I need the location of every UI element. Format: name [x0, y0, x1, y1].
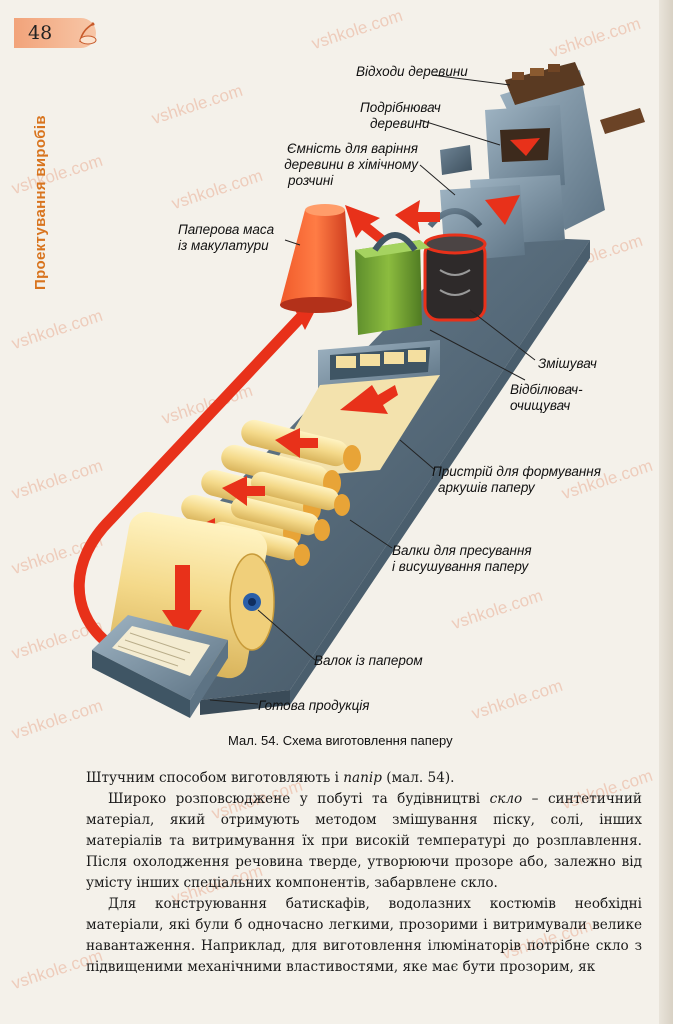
callout-lines	[209, 74, 536, 705]
label-line: і висушування паперу	[392, 559, 529, 574]
italic-term: папір	[343, 770, 382, 786]
label-line: деревини в хімічному	[284, 157, 418, 172]
page-edge-shadow	[659, 0, 673, 1024]
label-wood-waste: Відходи деревини	[356, 64, 468, 80]
label-waste-pulp: Паперова маса із макулатури	[178, 222, 274, 254]
bleacher-cleaner	[355, 232, 430, 335]
ornament-icon	[79, 22, 97, 45]
text-run: Для конструювання батискафів, водолазних…	[86, 896, 642, 975]
label-press-rollers: Валки для пресування і висушування папер…	[392, 543, 532, 575]
label-line: очищувач	[510, 398, 571, 413]
label-wood-shredder: Подрібнювач деревини	[360, 100, 441, 132]
paragraph: Для конструювання батискафів, водолазних…	[86, 894, 642, 978]
label-line: деревини	[370, 116, 430, 131]
label-line: аркушів паперу	[438, 480, 535, 495]
label-finished-text: Готова продукція	[258, 698, 370, 713]
figure-caption: Мал. 54. Схема виготовлення паперу	[228, 733, 453, 748]
body-text: Штучним способом виготовляють і папір (м…	[86, 768, 642, 978]
page-number: 48	[28, 22, 53, 44]
label-line: Паперова маса	[178, 222, 275, 237]
text-run: Штучним способом виготовляють і	[86, 770, 344, 786]
label-line: із макулатури	[178, 238, 269, 253]
label-sheet-former: Пристрій для формування аркушів паперу	[432, 464, 601, 496]
flow-arrow-rollers-1	[275, 428, 318, 458]
label-line: розчині	[288, 173, 334, 188]
page-number-badge: 48	[14, 18, 100, 48]
label-bleacher: Відбілювач- очищувач	[510, 382, 583, 414]
label-line: Відбілювач-	[510, 382, 583, 397]
recycle-return-line	[73, 312, 306, 646]
text-run: (мал. 54).	[381, 770, 455, 786]
flow-arrow-from-cone	[345, 205, 385, 242]
label-cooking-tank: Ємність для варіння деревини в хімічному…	[240, 141, 418, 189]
waste-paper-pulp-cone	[280, 204, 352, 313]
label-line: Подрібнювач	[360, 100, 441, 115]
paper-production-diagram	[73, 62, 645, 718]
paragraph: Штучним способом виготовляють і папір (м…	[86, 768, 642, 789]
text-run: Широко розповсюджене у побуті та будівни…	[108, 791, 490, 807]
flow-arrow-rollers-2	[222, 476, 265, 506]
label-line: Валки для пресування	[392, 543, 532, 558]
flow-arrow-sheet	[340, 385, 398, 414]
label-mixer: Змішувач	[538, 356, 597, 372]
text-run: – синтетичний матеріал, який отримують м…	[86, 791, 642, 891]
label-paper-roll: Валок із папером	[314, 653, 423, 669]
paragraph: Широко розповсюджене у побуті та будівни…	[86, 789, 642, 894]
flow-arrow-to-mixer	[395, 200, 440, 234]
label-wood-waste-text: Відходи деревини	[356, 64, 468, 79]
flow-arrow-to-tray	[162, 565, 202, 640]
finished-product-tray	[92, 615, 228, 718]
italic-term: скло	[489, 791, 523, 807]
label-line: Пристрій для формування	[432, 464, 601, 479]
label-mixer-text: Змішувач	[538, 356, 597, 371]
label-paper-roll-text: Валок із папером	[314, 653, 423, 668]
label-finished: Готова продукція	[258, 698, 370, 714]
label-line: Ємність для варіння	[287, 141, 418, 156]
